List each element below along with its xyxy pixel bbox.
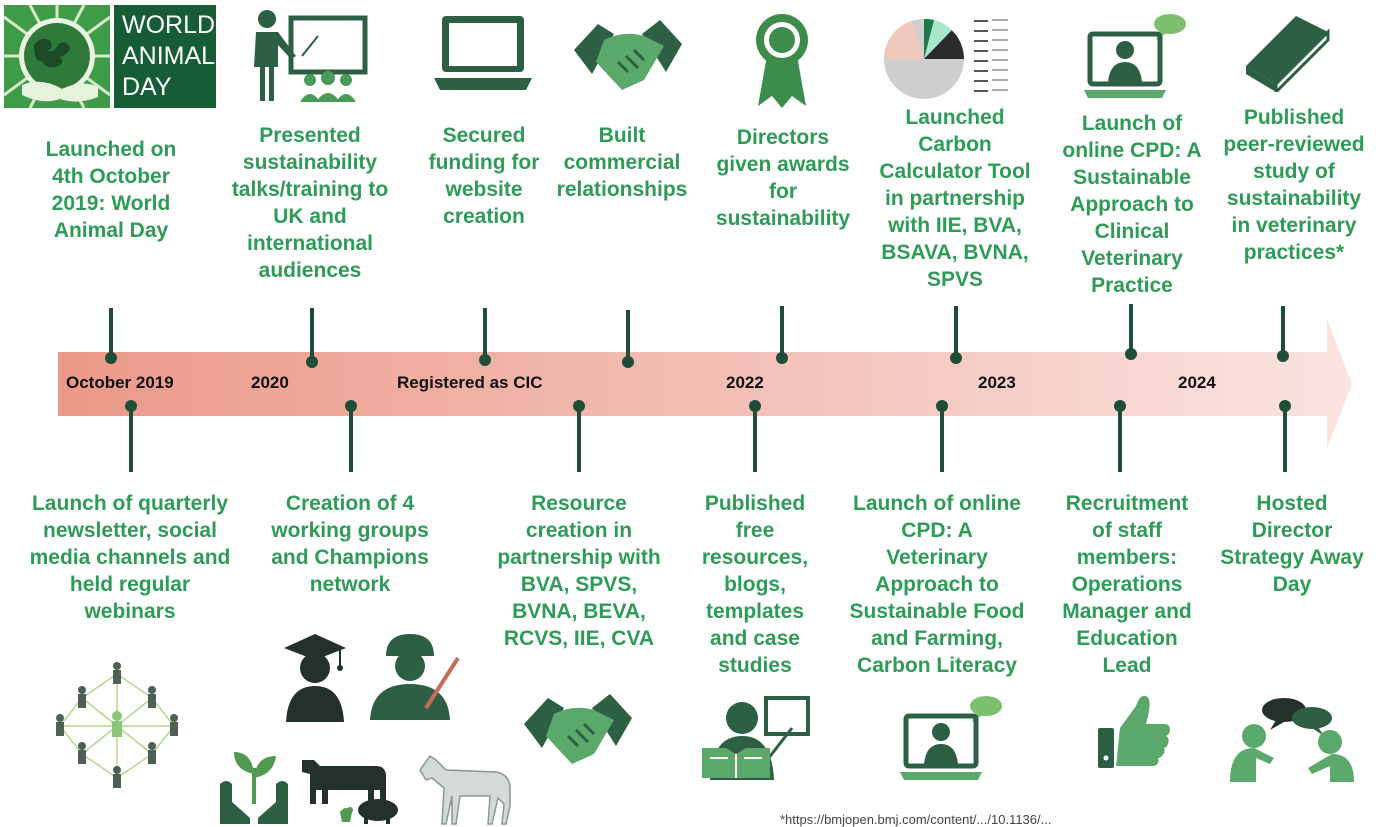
bottom-stem <box>1118 404 1122 472</box>
graduate-icon <box>284 634 346 722</box>
event-peer-reviewed-study: Published peer-reviewed study of sustain… <box>1223 106 1365 264</box>
top-stem <box>483 308 487 360</box>
world-animal-day-logo: WORLD ANIMAL DAY <box>3 4 216 109</box>
farm-animals-icon <box>302 760 398 824</box>
top-dot <box>1125 348 1137 360</box>
bottom-stem <box>940 404 944 472</box>
event-free-resources: Published free resources, blogs, templat… <box>701 492 809 677</box>
top-dot <box>306 356 318 368</box>
presenter-icon <box>254 10 368 102</box>
registered-as-cic: Registered as CIC <box>397 373 543 392</box>
top-dot <box>479 354 491 366</box>
top-stem <box>310 308 314 362</box>
event-website-funding: Secured funding for website creation <box>428 124 540 228</box>
top-dot <box>1277 350 1289 362</box>
event-launched-world-animal-day: Launched on 4th October 2019: World Anim… <box>45 138 177 242</box>
year-2020: 2020 <box>251 373 289 392</box>
bottom-stem <box>577 404 581 472</box>
event-commercial-relationships: Built commercial relationships <box>556 124 688 201</box>
year-october-2019: October 2019 <box>66 373 174 392</box>
top-stem <box>1129 304 1133 356</box>
plant-hands-icon <box>220 752 288 824</box>
top-dot <box>105 352 117 364</box>
event-strategy-day: Hosted Director Strategy Away Day <box>1220 492 1364 596</box>
year-2024: 2024 <box>1178 373 1216 392</box>
top-stem <box>954 306 958 358</box>
handshake-icon <box>524 694 632 764</box>
event-carbon-calculator: Launched Carbon Calculator Tool in partn… <box>879 106 1031 291</box>
event-working-groups: Creation of 4 working groups and Champio… <box>271 492 429 596</box>
surgeon-icon <box>370 634 460 720</box>
event-cpd-food-farming: Launch of online CPD: A Veterinary Appro… <box>849 492 1025 677</box>
event-sustainability-talks: Presented sustainability talks/training … <box>231 124 389 282</box>
horse-icon <box>419 754 511 825</box>
top-stem <box>780 306 784 358</box>
bottom-stem <box>349 404 353 472</box>
pie-chart-icon <box>884 18 1008 99</box>
top-stem <box>626 310 630 362</box>
footnote: *https://bmjopen.bmj.com/content/.../10.… <box>780 812 1052 827</box>
award-ribbon-icon <box>756 14 808 108</box>
event-cpd-clinical: Launch of online CPD: A Sustainable Appr… <box>1062 112 1202 297</box>
top-dot <box>776 352 788 364</box>
logo-text-animal: ANIMAL <box>122 42 216 70</box>
event-staff-recruitment: Recruitment of staff members: Operations… <box>1062 492 1192 677</box>
year-2022: 2022 <box>726 373 764 392</box>
event-director-awards: Directors given awards for sustainabilit… <box>715 126 851 230</box>
event-newsletter-webinars: Launch of quarterly newsletter, social m… <box>29 492 231 623</box>
bottom-stem <box>753 404 757 472</box>
top-dot <box>950 352 962 364</box>
book-icon <box>1246 16 1330 92</box>
reading-teacher-icon <box>702 696 810 780</box>
logo-text-world: WORLD <box>122 11 216 39</box>
event-resource-creation: Resource creation in partnership with BV… <box>497 492 661 650</box>
top-stem <box>109 308 113 358</box>
top-stem <box>1281 306 1285 358</box>
logo-text-day: DAY <box>122 73 172 101</box>
top-dot <box>622 356 634 368</box>
network-icon <box>56 662 178 788</box>
bottom-stem <box>129 404 133 472</box>
bottom-stem <box>1283 404 1287 472</box>
handshake-icon <box>574 20 682 90</box>
laptop-icon <box>434 16 532 90</box>
conversation-icon <box>1230 698 1354 782</box>
year-2023: 2023 <box>978 373 1016 392</box>
thumbs-up-icon <box>1098 695 1170 768</box>
online-vet-icon <box>1084 14 1186 98</box>
online-vet-icon <box>900 696 1002 780</box>
